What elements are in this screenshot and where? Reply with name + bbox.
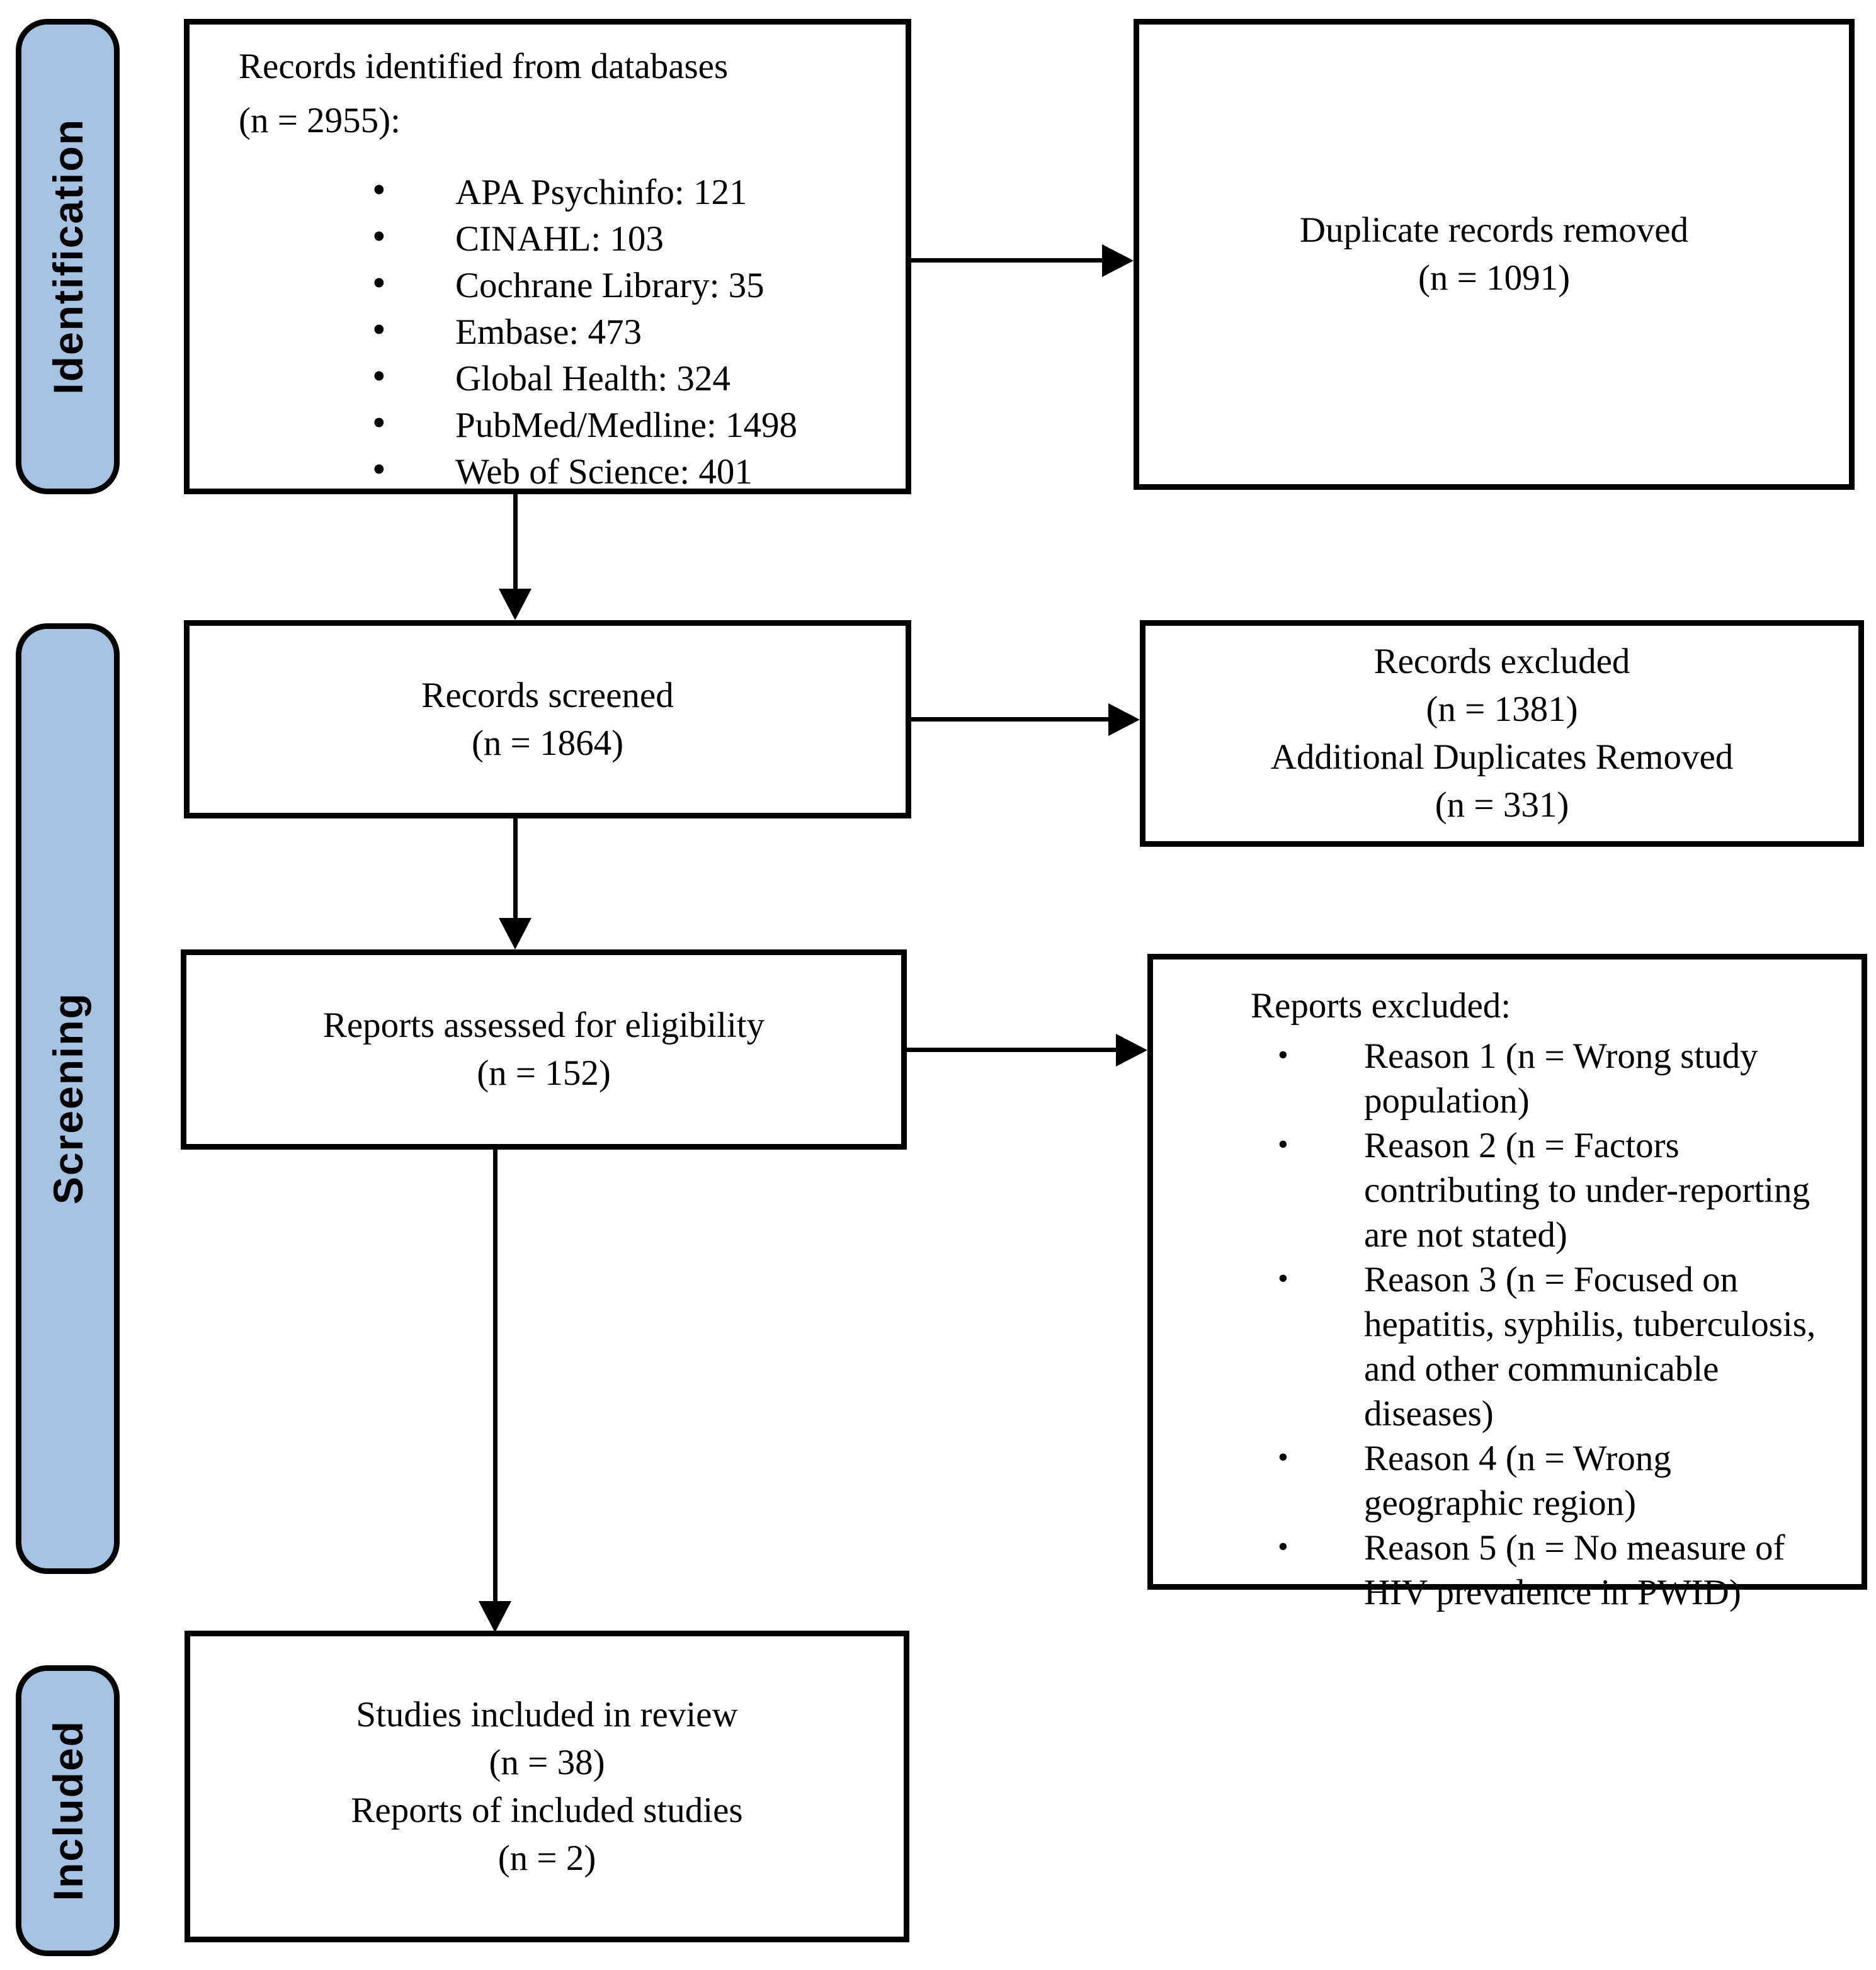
- records-identified-text: Records identified from databases (n = 2…: [239, 40, 906, 148]
- stage-screening: Screening: [16, 623, 120, 1574]
- duplicates-removed-line2: (n = 1091): [1418, 258, 1571, 298]
- box-records-identified: Records identified from databases (n = 2…: [184, 19, 911, 494]
- arrow-shaft: [493, 1150, 497, 1604]
- studies-included-line1: Studies included in review: [356, 1694, 738, 1735]
- records-excluded-line2: (n = 1381): [1426, 689, 1578, 729]
- box-records-excluded: Records excluded (n = 1381) Additional D…: [1140, 620, 1864, 847]
- exclusion-reason-list: Reason 1 (n = Wrong study population) Re…: [1153, 1033, 1862, 1615]
- records-excluded-line1: Records excluded: [1373, 642, 1630, 681]
- stage-identification-label: Identification: [44, 118, 91, 395]
- stage-screening-label: Screening: [44, 992, 91, 1205]
- arrow-shaft: [907, 1048, 1120, 1052]
- studies-included-line2: (n = 38): [489, 1742, 605, 1782]
- arrow-head-icon: [499, 918, 532, 949]
- arrow-shaft: [513, 818, 518, 919]
- arrow-shaft: [911, 717, 1111, 722]
- duplicates-removed-line1: Duplicate records removed: [1299, 210, 1689, 250]
- records-screened-line1: Records screened: [421, 675, 674, 715]
- list-item: Embase: 473: [190, 307, 906, 356]
- records-excluded-line3: Additional Duplicates Removed: [1270, 737, 1734, 777]
- list-item: Reason 1 (n = Wrong study population): [1153, 1033, 1819, 1123]
- reports-assessed-line1: Reports assessed for eligibility: [322, 1005, 765, 1045]
- list-item: Global Health: 324: [190, 353, 906, 402]
- box-records-screened: Records screened (n = 1864): [184, 620, 911, 818]
- stage-included: Included: [16, 1665, 120, 1956]
- list-item: Reason 5 (n = No measure of HIV prevalen…: [1153, 1524, 1819, 1615]
- list-item: Reason 4 (n = Wrong geographic region): [1153, 1435, 1819, 1526]
- reports-assessed-line2: (n = 152): [477, 1053, 611, 1093]
- arrow-head-icon: [1102, 244, 1134, 277]
- arrow-head-icon: [499, 589, 532, 620]
- reports-excluded-heading: Reports excluded:: [1251, 986, 1511, 1026]
- arrow-shaft: [911, 258, 1105, 263]
- list-item: Reason 3 (n = Focused on hepatitis, syph…: [1153, 1256, 1819, 1436]
- records-identified-line2: (n = 2955):: [239, 101, 401, 140]
- studies-included-line4: (n = 2): [497, 1838, 596, 1878]
- records-excluded-line4: (n = 331): [1435, 785, 1569, 825]
- list-item: Cochrane Library: 35: [190, 260, 906, 309]
- list-item: APA Psychinfo: 121: [190, 167, 906, 216]
- box-duplicates-removed: Duplicate records removed (n = 1091): [1134, 19, 1855, 490]
- arrow-head-icon: [479, 1601, 511, 1633]
- arrow-head-icon: [1108, 703, 1140, 736]
- list-item: Web of Science: 401: [190, 446, 906, 495]
- box-reports-assessed: Reports assessed for eligibility (n = 15…: [181, 949, 907, 1150]
- arrow-shaft: [513, 494, 518, 590]
- database-source-list: APA Psychinfo: 121 CINAHL: 103 Cochrane …: [190, 167, 906, 495]
- records-identified-line1: Records identified from databases: [239, 47, 729, 86]
- stage-identification: Identification: [16, 19, 120, 494]
- box-studies-included: Studies included in review (n = 38) Repo…: [185, 1631, 909, 1942]
- list-item: Reason 2 (n = Factors contributing to un…: [1153, 1122, 1819, 1257]
- box-reports-excluded: Reports excluded: Reason 1 (n = Wrong st…: [1147, 954, 1867, 1612]
- stage-included-label: Included: [44, 1720, 91, 1901]
- studies-included-line3: Reports of included studies: [351, 1790, 743, 1830]
- list-item: PubMed/Medline: 1498: [190, 400, 906, 449]
- arrow-head-icon: [1116, 1034, 1147, 1067]
- records-screened-line2: (n = 1864): [471, 723, 624, 763]
- list-item: CINAHL: 103: [190, 213, 906, 263]
